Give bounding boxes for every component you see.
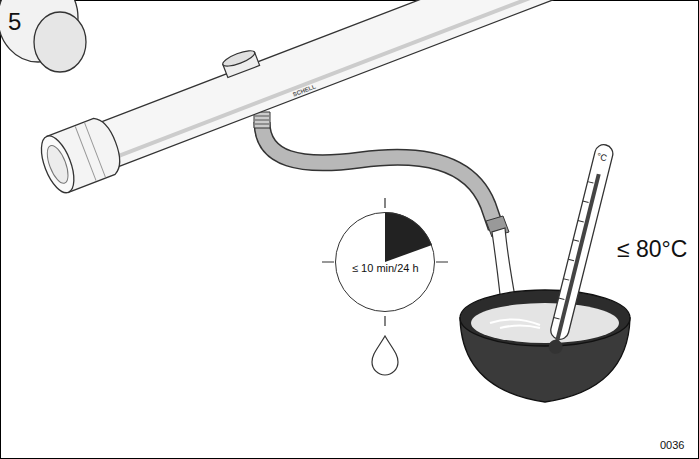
timer-text: ≤ 10 min/24 h [352, 263, 419, 274]
timer-circle: ≤ 10 min/24 h [335, 212, 435, 312]
hose [254, 112, 509, 237]
bowl [460, 290, 630, 402]
clock-marks [322, 198, 448, 375]
water-drop [372, 336, 398, 375]
wall-mount [0, 0, 86, 72]
figure-code: 0036 [660, 440, 684, 451]
temperature-limit: ≤ 80°C [617, 238, 687, 261]
thermometer [545, 143, 614, 356]
figure-number: 5 [8, 10, 21, 34]
thermostat-faucet [32, 0, 592, 197]
